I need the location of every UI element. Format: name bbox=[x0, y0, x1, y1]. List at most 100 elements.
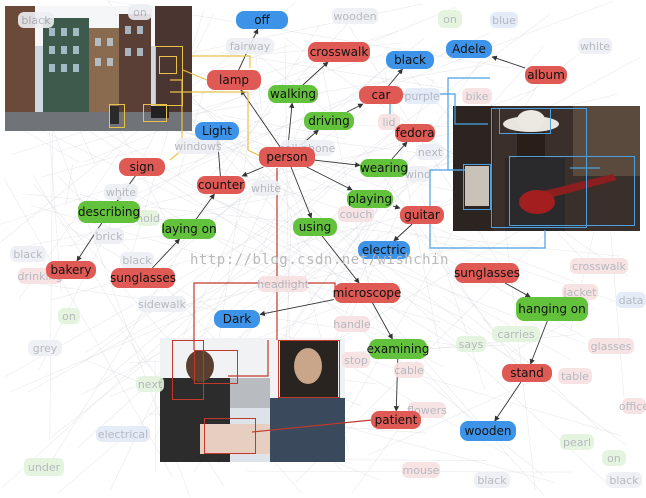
node-wearing: wearing bbox=[359, 159, 409, 177]
background-line bbox=[56, 49, 401, 153]
node-sunglasses2: sunglasses bbox=[454, 263, 520, 283]
background-line bbox=[83, 7, 456, 163]
ghost-node: office bbox=[618, 398, 646, 414]
ghost-node: black bbox=[10, 246, 46, 262]
ground-line-lamp bbox=[182, 69, 208, 81]
node-layingon: laying on bbox=[161, 219, 217, 239]
ghost-node: on bbox=[602, 450, 626, 466]
node-crosswalk: crosswalk bbox=[308, 42, 370, 62]
bbox-person bbox=[109, 104, 125, 128]
node-counter: counter bbox=[197, 176, 245, 194]
node-album: album bbox=[525, 66, 567, 84]
node-microscope: microscope bbox=[333, 283, 401, 303]
ghost-node: glasses bbox=[588, 338, 634, 354]
node-sunglasses1: sunglasses bbox=[110, 268, 176, 288]
node-bakery: bakery bbox=[46, 261, 96, 279]
ground-line-person-street bbox=[170, 91, 263, 158]
edge-person-playing bbox=[306, 166, 353, 191]
node-patient: patient bbox=[371, 411, 421, 429]
node-playing: playing bbox=[347, 190, 393, 208]
background-line bbox=[2, 123, 403, 488]
node-electric: electric bbox=[358, 241, 410, 259]
ghost-node: black bbox=[120, 252, 154, 268]
edge-car-black1 bbox=[388, 68, 403, 87]
node-using: using bbox=[293, 218, 337, 236]
background-line bbox=[170, 65, 481, 119]
background-line bbox=[146, 59, 395, 282]
background-line bbox=[215, 166, 622, 304]
ghost-node: crosswalk bbox=[570, 258, 628, 274]
ghost-node: white bbox=[250, 180, 282, 196]
background-line bbox=[427, 248, 586, 338]
background-line bbox=[65, 163, 74, 206]
node-adele: Adele bbox=[446, 40, 492, 58]
edge-sunglasses2-hangingon bbox=[504, 282, 531, 298]
background-line bbox=[348, 26, 527, 307]
watermark-url: http://blog.csdn.net/wishchin bbox=[190, 252, 449, 268]
ghost-node: next bbox=[416, 144, 444, 160]
ghost-node: stop bbox=[342, 352, 370, 368]
ghost-node: sidewalk bbox=[138, 296, 186, 312]
edge-layingon-counter bbox=[195, 193, 215, 220]
ghost-node: on bbox=[438, 10, 462, 28]
node-light: Light bbox=[195, 122, 239, 140]
ghost-node: headlight bbox=[257, 276, 309, 292]
background-line bbox=[178, 79, 208, 176]
background-line bbox=[172, 178, 464, 319]
bbox-microscope bbox=[194, 350, 238, 384]
ground-line-car-street bbox=[192, 55, 251, 68]
node-car: car bbox=[359, 86, 403, 104]
ghost-node: under bbox=[24, 458, 64, 476]
ground-line-dark bbox=[228, 340, 269, 377]
node-stand: stand bbox=[502, 364, 552, 382]
ground-line-guitar bbox=[429, 169, 546, 249]
ghost-node: black bbox=[606, 472, 642, 488]
ground-line-sign bbox=[169, 79, 183, 161]
ghost-node: white bbox=[578, 38, 612, 54]
bbox-patient bbox=[204, 418, 256, 454]
ghost-node: mouse bbox=[402, 462, 440, 478]
edge-sunglasses1-layingon bbox=[152, 238, 180, 269]
edge-playing-guitar bbox=[392, 204, 401, 210]
background-line bbox=[294, 51, 582, 276]
background-line bbox=[41, 147, 149, 178]
background-line bbox=[99, 164, 354, 386]
background-line bbox=[77, 209, 342, 448]
node-sign: sign bbox=[119, 158, 165, 176]
node-wooden: wooden bbox=[460, 421, 516, 441]
bbox-sign bbox=[159, 56, 177, 74]
edge-person-counter bbox=[241, 166, 264, 177]
ghost-node: pearl bbox=[560, 434, 594, 450]
ghost-node: blue bbox=[490, 12, 518, 28]
background-line bbox=[425, 76, 438, 85]
background-line bbox=[36, 127, 321, 266]
ghost-node: wind bbox=[405, 166, 432, 182]
edge-guitar-electric bbox=[393, 223, 413, 242]
background-line bbox=[148, 244, 474, 313]
ghost-node: white bbox=[104, 184, 138, 200]
ghost-node: hold bbox=[136, 210, 160, 226]
bbox-assistant bbox=[278, 340, 340, 398]
ground-line-album bbox=[447, 77, 490, 171]
ghost-node: couch bbox=[338, 206, 374, 222]
ghost-node: data bbox=[616, 292, 646, 308]
node-off: off bbox=[236, 11, 288, 29]
ghost-node: electrical bbox=[96, 426, 150, 442]
ghost-node: table bbox=[558, 368, 592, 384]
node-hangingon: hanging on bbox=[516, 297, 588, 321]
ground-line-patient bbox=[251, 419, 373, 433]
ghost-node: on bbox=[128, 4, 152, 20]
ghost-node: bike bbox=[462, 88, 492, 104]
node-dark: Dark bbox=[214, 310, 260, 328]
ghost-node: jacket bbox=[562, 284, 598, 300]
background-line bbox=[222, 115, 347, 140]
ghost-node: on bbox=[58, 308, 80, 324]
edge-person-wearing bbox=[314, 159, 361, 168]
background-line bbox=[443, 296, 540, 373]
bbox-lamp bbox=[155, 46, 183, 106]
edge-wearing-fedora bbox=[391, 141, 408, 160]
node-person: person bbox=[259, 147, 315, 167]
background-line bbox=[368, 373, 549, 456]
edge-driving-car bbox=[346, 103, 364, 113]
